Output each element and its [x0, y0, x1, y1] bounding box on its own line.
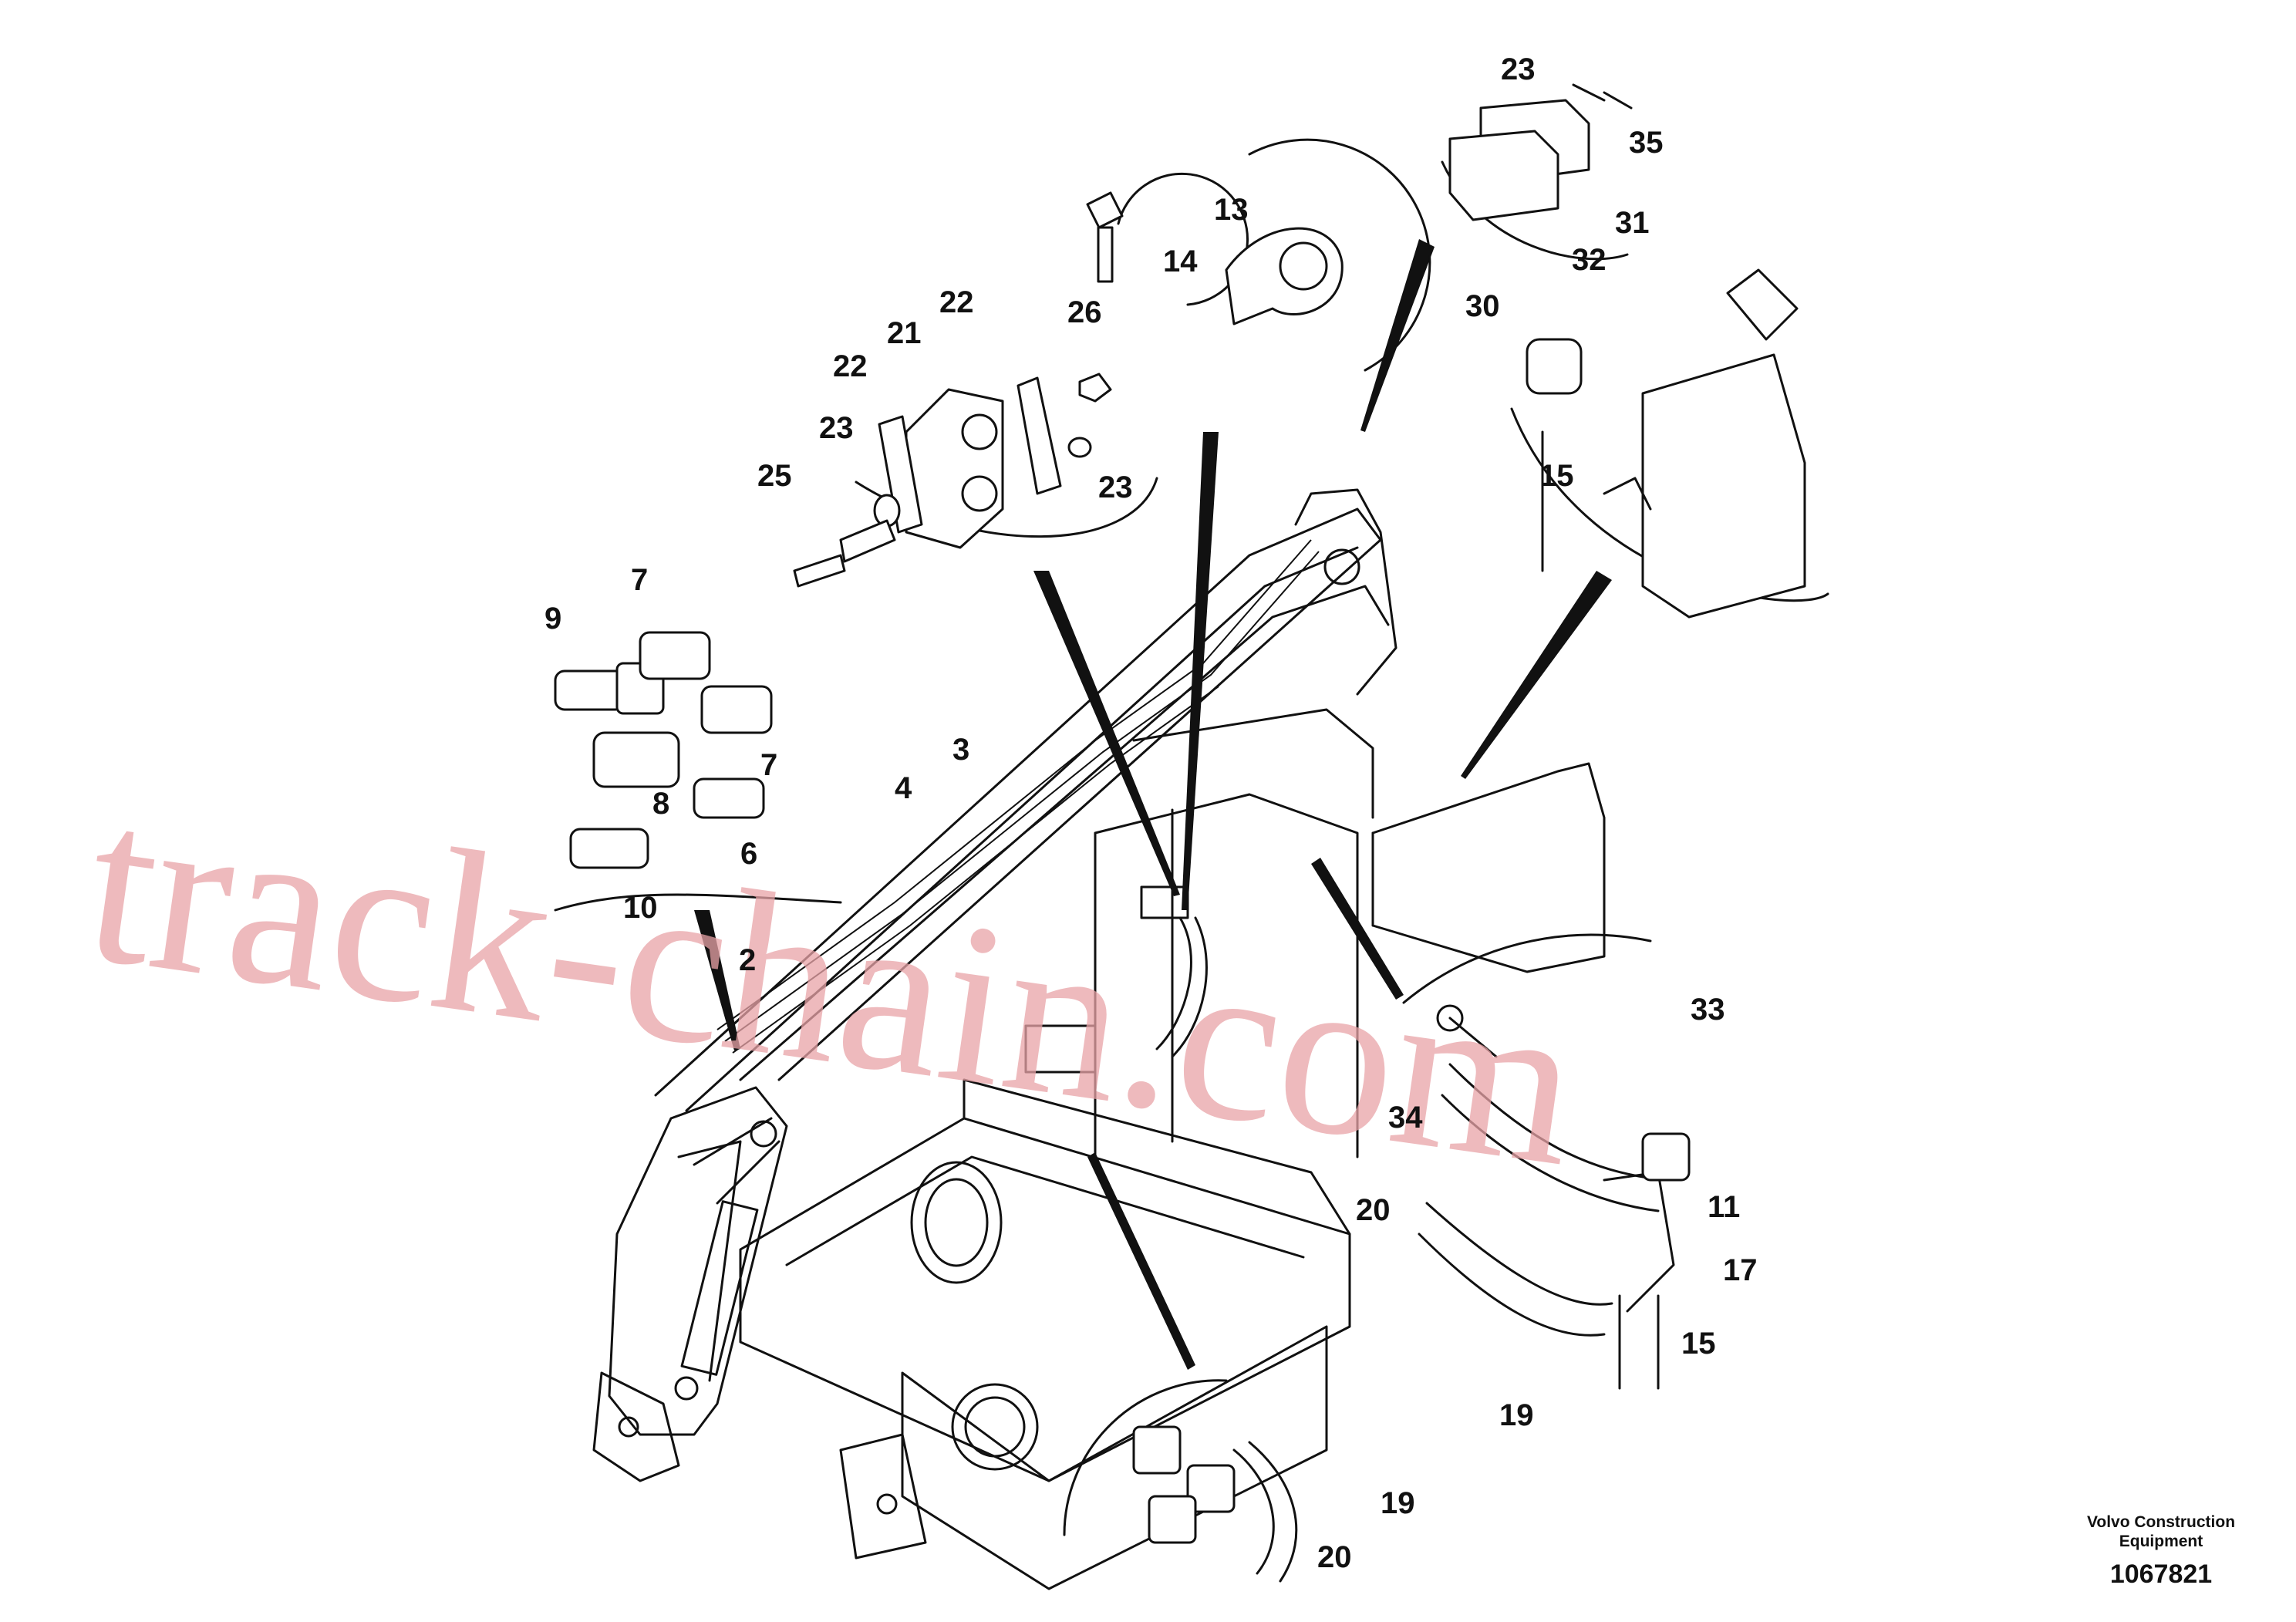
watermark-text: track-chain.com	[74, 753, 1592, 1215]
part-label-31: 31	[1615, 206, 1650, 240]
part-label-19-right: 19	[1499, 1398, 1534, 1432]
detail-clamp-block	[793, 373, 1112, 588]
part-label-23-right: 23	[1098, 470, 1133, 504]
detail-clamp	[1086, 138, 1431, 372]
credit-line-2: Equipment	[2119, 1533, 2203, 1550]
part-label-9: 9	[544, 602, 561, 636]
part-label-14: 14	[1163, 244, 1198, 278]
part-label-30: 30	[1465, 289, 1500, 323]
part-label-26: 26	[1067, 295, 1102, 329]
part-label-25: 25	[757, 459, 792, 493]
part-label-6: 6	[740, 837, 757, 871]
callout-pointers	[554, 160, 1829, 1370]
part-label-23-left: 23	[819, 411, 854, 445]
credit-line-1: Volvo Construction	[2087, 1513, 2235, 1531]
detail-valve	[1063, 1379, 1298, 1583]
part-label-8: 8	[652, 787, 669, 821]
part-label-15-hose: 15	[1681, 1327, 1716, 1361]
part-label-7-top: 7	[631, 563, 648, 597]
part-label-35: 35	[1629, 126, 1664, 160]
part-label-22-left: 22	[833, 349, 868, 383]
machine-frame	[592, 488, 1606, 1590]
fittings-group	[554, 631, 773, 869]
part-label-15-tank: 15	[1539, 459, 1574, 493]
part-label-11: 11	[1708, 1190, 1740, 1224]
part-label-20-bottom: 20	[1317, 1540, 1352, 1574]
part-label-3: 3	[952, 733, 969, 767]
part-label-20-right: 20	[1356, 1193, 1391, 1227]
part-label-23-top: 23	[1501, 52, 1536, 86]
part-label-21: 21	[887, 316, 922, 350]
part-label-17: 17	[1723, 1253, 1758, 1287]
part-labels: 2 3 4 6 7 7 8 9 10 11 13 14 15 15 17 19 …	[544, 52, 1758, 1574]
part-label-10: 10	[623, 891, 658, 925]
part-label-22-right: 22	[939, 285, 974, 319]
detail-tank	[1526, 268, 1806, 619]
part-label-19-bottom: 19	[1381, 1486, 1415, 1520]
part-label-13: 13	[1214, 193, 1249, 227]
part-label-2: 2	[739, 943, 756, 977]
part-label-34: 34	[1388, 1101, 1423, 1135]
part-label-32: 32	[1572, 243, 1607, 277]
detail-bracket	[1448, 83, 1633, 221]
reference-number: 1067821	[2110, 1560, 2212, 1589]
detail-hose-connection	[1402, 933, 1691, 1390]
part-label-33: 33	[1691, 993, 1725, 1027]
part-label-4: 4	[895, 771, 912, 805]
part-label-7-right: 7	[760, 748, 777, 782]
